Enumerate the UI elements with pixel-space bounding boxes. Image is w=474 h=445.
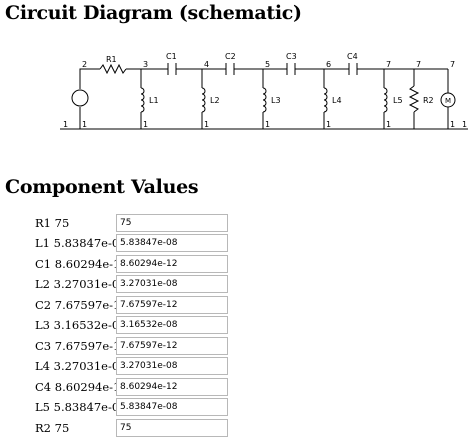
c1-value-input[interactable] bbox=[116, 255, 228, 273]
label-l5: L5 bbox=[393, 96, 403, 105]
l5-symbol bbox=[383, 69, 388, 129]
value-label: L3 3.16532e-08 bbox=[35, 318, 127, 332]
value-label: C4 8.60294e-12 bbox=[35, 380, 128, 394]
c3-value-input[interactable] bbox=[116, 337, 228, 355]
node-label-top: 3 bbox=[143, 60, 148, 69]
node-label-ground: 1 bbox=[204, 120, 209, 129]
node-label-top: 7 bbox=[386, 60, 391, 69]
label-meter: M bbox=[445, 97, 451, 105]
value-label: L5 5.83847e-08 bbox=[35, 400, 127, 414]
node-label-top: 6 bbox=[326, 60, 331, 69]
schematic-title: Circuit Diagram (schematic) bbox=[5, 2, 302, 24]
node-label-ground: 1 bbox=[143, 120, 148, 129]
value-label: C1 8.60294e-12 bbox=[35, 257, 128, 271]
l4-value-input[interactable] bbox=[116, 357, 228, 375]
r2-symbol bbox=[408, 69, 420, 129]
c3-symbol bbox=[286, 63, 296, 75]
label-c1: C1 bbox=[166, 52, 177, 61]
l4-symbol bbox=[323, 69, 328, 129]
c2-symbol bbox=[225, 63, 235, 75]
node-label-top: 7 bbox=[416, 60, 421, 69]
label-r1: R1 bbox=[106, 55, 117, 64]
value-label: L4 3.27031e-08 bbox=[35, 359, 127, 373]
r1-value-input[interactable] bbox=[116, 214, 228, 232]
circuit-schematic: R1 C1 C2 C3 C4 L1 L2 L3 L4 L5 R2 M 2 3 4… bbox=[60, 52, 468, 130]
node-label-ground: 1 bbox=[82, 120, 87, 129]
l1-symbol bbox=[140, 69, 145, 129]
node-label-top: 2 bbox=[82, 60, 87, 69]
wire-source-to-r1 bbox=[79, 68, 100, 89]
c2-value-input[interactable] bbox=[116, 296, 228, 314]
node-label-top: 7 bbox=[450, 60, 455, 69]
node-label-top: 4 bbox=[204, 60, 209, 69]
value-label: C2 7.67597e-12 bbox=[35, 298, 128, 312]
l3-value-input[interactable] bbox=[116, 316, 228, 334]
label-c3: C3 bbox=[286, 52, 297, 61]
value-label: L2 3.27031e-08 bbox=[35, 277, 127, 291]
label-l1: L1 bbox=[149, 96, 159, 105]
c4-value-input[interactable] bbox=[116, 378, 228, 396]
node-label-ground: 1 bbox=[326, 120, 331, 129]
values-title: Component Values bbox=[5, 176, 199, 198]
l2-value-input[interactable] bbox=[116, 275, 228, 293]
node-label-ground: 1 bbox=[462, 120, 467, 129]
c1-symbol bbox=[167, 63, 177, 75]
l5-value-input[interactable] bbox=[116, 398, 228, 416]
c4-symbol bbox=[348, 63, 358, 75]
value-label: R1 75 bbox=[35, 216, 70, 230]
node-label-ground: 1 bbox=[386, 120, 391, 129]
l3-symbol bbox=[262, 69, 267, 129]
r1-symbol bbox=[99, 63, 127, 75]
node-label-ground: 1 bbox=[63, 120, 68, 129]
node-label-ground: 1 bbox=[450, 120, 455, 129]
value-label: C3 7.67597e-12 bbox=[35, 339, 128, 353]
label-c4: C4 bbox=[347, 52, 358, 61]
l1-value-input[interactable] bbox=[116, 234, 228, 252]
label-c2: C2 bbox=[225, 52, 236, 61]
value-label: L1 5.83847e-08 bbox=[35, 236, 127, 250]
node-label-ground: 1 bbox=[265, 120, 270, 129]
label-l4: L4 bbox=[332, 96, 342, 105]
source-symbol bbox=[71, 89, 89, 107]
label-l2: L2 bbox=[210, 96, 220, 105]
label-r2: R2 bbox=[423, 96, 434, 105]
label-l3: L3 bbox=[271, 96, 281, 105]
meter-symbol bbox=[440, 69, 456, 129]
r2-value-input[interactable] bbox=[116, 419, 228, 437]
l2-symbol bbox=[201, 69, 206, 129]
node-label-top: 5 bbox=[265, 60, 270, 69]
value-label: R2 75 bbox=[35, 421, 70, 435]
